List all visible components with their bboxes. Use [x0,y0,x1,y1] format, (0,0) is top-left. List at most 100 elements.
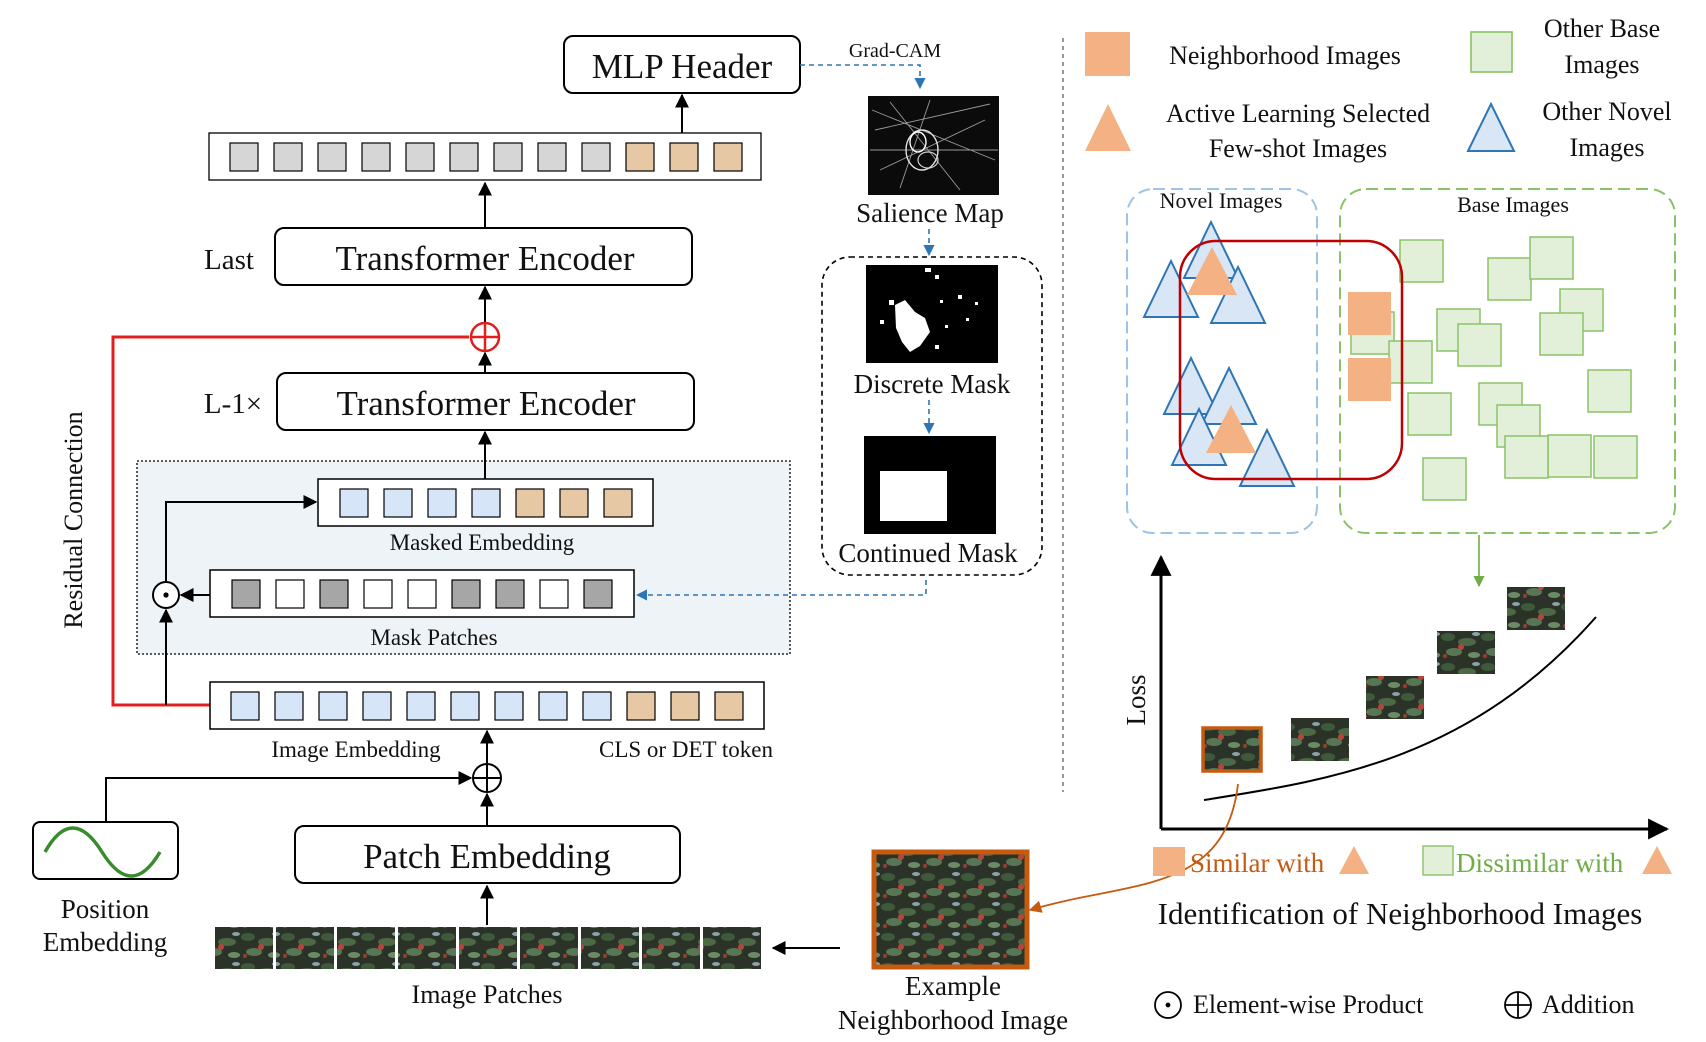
base-images-cluster [1339,188,1676,534]
token [450,691,480,721]
identification-title: Identification of Neighborhood Images [1158,896,1643,931]
base-image-square [1487,257,1532,301]
token [471,488,501,518]
legend-other-novel-2: Images [1569,133,1644,162]
masked-embedding-label: Masked Embedding [390,530,575,555]
base-image-square [1422,457,1467,501]
masked-embedding-tokens [339,488,633,518]
transformer-encoder-l1-label: Transformer Encoder [336,384,635,423]
image-patch [703,927,761,969]
loss-thumbnail [1437,631,1495,674]
token [581,142,611,172]
discrete-mask-image [866,265,998,363]
token [317,142,347,172]
token [274,691,304,721]
neighborhood-legend-square [1085,32,1130,76]
salience-map-image [868,96,999,195]
novel-image-triangle [1142,258,1200,318]
token [451,579,481,609]
base-image-square [1529,236,1574,280]
patch-embedding-box [294,825,681,884]
token [670,691,700,721]
token [713,142,743,172]
continued-mask-label: Continued Mask [838,538,1018,568]
residual-connection-path [111,335,469,707]
legend-other-base-1: Other Base [1544,14,1660,43]
token [449,142,479,172]
arrow-product-to-masked [165,495,318,582]
image-embedding-tokens [230,691,744,721]
mask-patches-label: Mask Patches [370,625,497,650]
token [603,488,633,518]
discrete-mask-blobs [880,268,978,352]
image-embedding-label: Image Embedding [271,737,441,762]
dissimilar-with-label: Dissimilar with [1456,848,1624,878]
al-selected-legend-triangle [1085,104,1131,151]
neighborhood-square [1348,292,1391,335]
transformer-encoder-l1-box [276,372,695,431]
al-selected-triangle [1187,247,1237,295]
plot-ylabel: Loss [1121,674,1151,725]
last-label: Last [204,244,254,276]
token [362,691,392,721]
position-embedding-label-1: Position [61,894,150,924]
salience-texture [870,99,998,191]
novel-image-triangle [1162,355,1220,415]
output-tokens [229,142,743,172]
token [275,579,305,609]
cls-det-token-label: CLS or DET token [599,737,773,762]
token [383,488,413,518]
patch-embedding-label: Patch Embedding [363,837,611,876]
token [539,579,569,609]
base-image-square [1388,340,1433,384]
loss-thumbnail [1507,587,1565,630]
image-patch [276,927,334,969]
legend-al-selected-2: Few-shot Images [1209,134,1387,163]
similar-square-icon [1153,847,1185,876]
token [625,142,655,172]
image-patch [398,927,456,969]
novel-image-triangles [1142,219,1296,487]
token [339,488,369,518]
loss-curve [1203,616,1597,801]
similar-triangle-icon [1339,846,1369,874]
base-image-square [1399,239,1444,283]
example-label-2: Neighborhood Image [838,1005,1068,1035]
token [405,142,435,172]
position-embedding-box [32,821,179,880]
token [229,142,259,172]
other-base-legend-square [1470,31,1513,73]
gradcam-label: Grad-CAM [849,40,941,62]
neighborhood-thumbnail [1201,726,1263,773]
token [407,579,437,609]
loss-thumbnail [1366,676,1424,719]
elementwise-product-label: Element-wise Product [1193,990,1424,1019]
mlp-header-label: MLP Header [592,47,773,86]
token [363,579,393,609]
discrete-mask-label: Discrete Mask [854,369,1011,399]
novel-images-label: Novel Images [1160,188,1283,213]
other-novel-legend-triangle [1466,101,1516,152]
neighborhood-to-example-arrow [1028,783,1239,913]
base-image-square [1407,392,1452,436]
image-patch [215,927,273,969]
base-image-square [1593,435,1638,479]
token [538,691,568,721]
novel-image-triangle [1238,427,1296,487]
base-image-square [1539,312,1584,356]
continued-mask-region [880,471,947,521]
legend-al-selected-1: Active Learning Selected [1166,99,1430,128]
token [273,142,303,172]
token [318,691,348,721]
token [495,579,525,609]
image-patch [581,927,639,969]
neighborhood-square [1348,358,1391,401]
sine-wave-icon [43,826,162,878]
legend-other-base-2: Images [1564,50,1639,79]
token [361,142,391,172]
token [537,142,567,172]
token [493,142,523,172]
legend-other-novel-1: Other Novel [1542,97,1671,126]
